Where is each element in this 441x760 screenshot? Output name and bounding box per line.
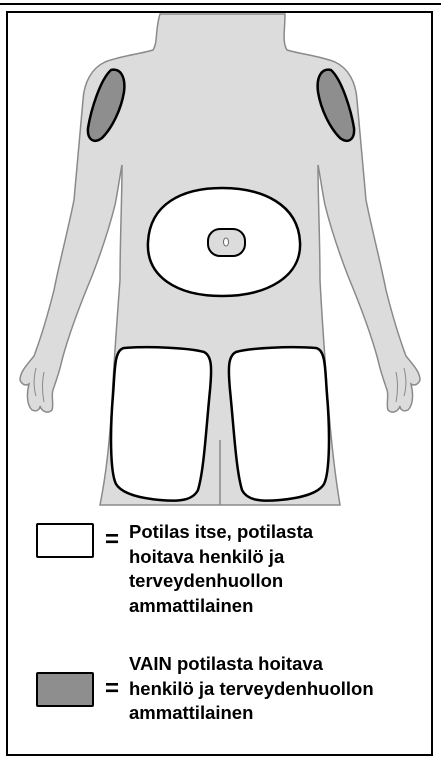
legend-equals-white: = [105,528,119,552]
legend-gray-line: ammattilainen [129,701,431,726]
legend-text-white: Potilas itse, potilasta hoitava henkilö … [129,520,429,618]
right-thigh-zone [229,347,329,500]
legend-swatch-gray [36,672,94,707]
navel [224,238,229,246]
legend-gray-line: henkilö ja terveydenhuollon [129,677,431,702]
legend-equals-gray: = [105,677,119,701]
legend-swatch-white [36,523,94,558]
legend-white-line: ammattilainen [129,594,429,619]
legend-white-line: hoitava henkilö ja [129,545,429,570]
legend-white-line: Potilas itse, potilasta [129,520,429,545]
legend-text-gray: VAIN potilasta hoitava henkilö ja tervey… [129,652,431,726]
legend-gray-line: VAIN potilasta hoitava [129,652,431,677]
left-thigh-zone [111,347,211,500]
legend-white-line: terveydenhuollon [129,569,429,594]
